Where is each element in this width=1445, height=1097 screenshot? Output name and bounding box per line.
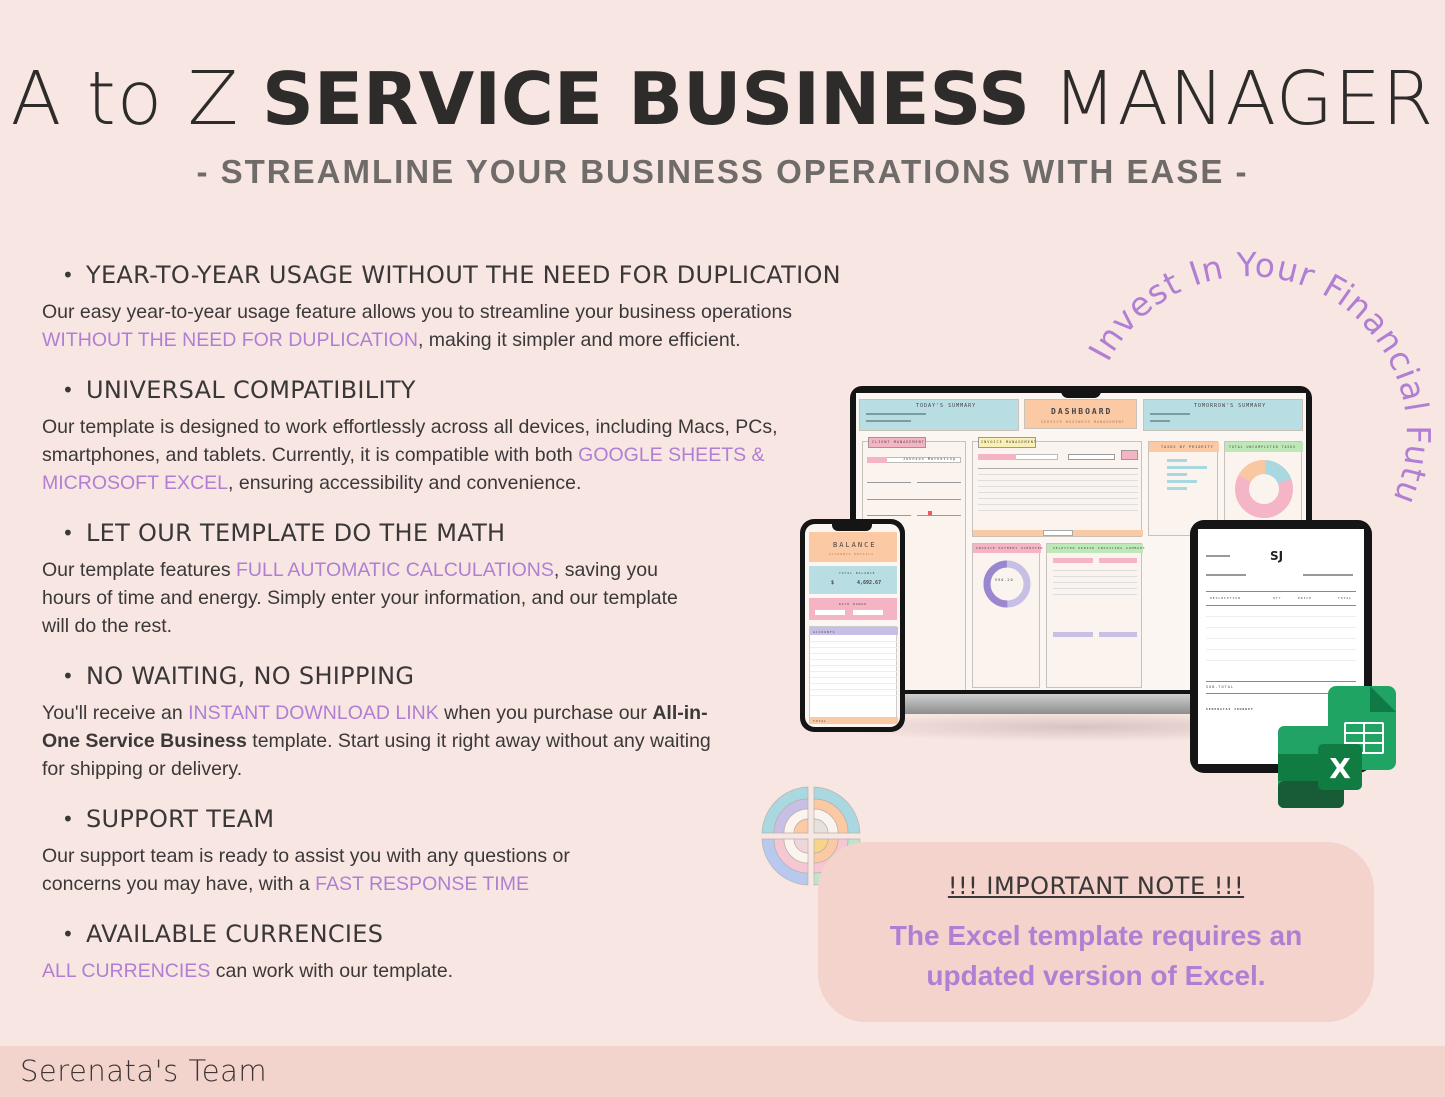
body-text: Our support team is ready to assist you …	[42, 845, 570, 895]
tablet-mockup: SJ DESCRIPTION QTY PRICE TOTAL SUB-TOTAL…	[1190, 520, 1372, 773]
feature-description: Our support team is ready to assist you …	[42, 842, 642, 898]
important-note-body: The Excel template requires an updated v…	[818, 916, 1374, 996]
body-text: Our template is designed to work effortl…	[42, 416, 778, 466]
title-prefix: A to Z	[10, 56, 240, 142]
balance-header: BALANCE ACCOUNTS DETAILS	[809, 532, 897, 562]
feature-item: •AVAILABLE CURRENCIES ALL CURRENCIES can…	[42, 915, 453, 985]
date-range-box: DATE RANGE	[809, 598, 897, 620]
feature-item: •SUPPORT TEAM Our support team is ready …	[42, 800, 642, 898]
phone-notch	[832, 523, 872, 531]
highlight-text: INSTANT DOWNLOAD LINK	[188, 702, 439, 724]
selected-period-panel: SELECTED PERIOD INVOICING SUMMARY	[1046, 543, 1145, 688]
total-balance-box: TOTAL BALANCE $ 4,692.67	[809, 566, 897, 594]
feature-heading: •AVAILABLE CURRENCIES	[42, 915, 453, 953]
accounts-table: ACCOUNTS TOTAL	[809, 626, 898, 724]
important-note-box: !!! IMPORTANT NOTE !!! The Excel templat…	[818, 842, 1374, 1022]
uncompleted-tasks-panel: TOTAL UNCOMPLETED TASKS	[1224, 441, 1303, 536]
feature-heading: •NO WAITING, NO SHIPPING	[42, 657, 732, 695]
invoice-logo: SJ	[1270, 549, 1284, 563]
important-note-line-2: updated version of Excel.	[926, 960, 1266, 991]
highlight-text: FULL AUTOMATIC CALCULATIONS	[236, 559, 554, 581]
feature-description: You'll receive an INSTANT DOWNLOAD LINK …	[42, 699, 732, 783]
title-suffix: MANAGER	[1052, 56, 1435, 142]
balance-screen: BALANCE ACCOUNTS DETAILS TOTAL BALANCE $…	[805, 524, 900, 727]
feature-description: Our template features FULL AUTOMATIC CAL…	[42, 556, 707, 640]
todays-summary-panel: TODAY'S SUMMARY	[859, 399, 1019, 431]
feature-item: •NO WAITING, NO SHIPPING You'll receive …	[42, 657, 732, 783]
body-text: when you purchase our	[438, 702, 653, 724]
bullet-icon: •	[62, 807, 75, 831]
footer-band: Serenata's Team	[0, 1046, 1445, 1097]
feature-description: ALL CURRENCIES can work with our templat…	[42, 957, 453, 985]
feature-description: Our template is designed to work effortl…	[42, 413, 802, 497]
feature-description: Our easy year-to-year usage feature allo…	[42, 298, 882, 354]
feature-heading: •UNIVERSAL COMPATIBILITY	[42, 371, 802, 409]
feature-item: •LET OUR TEMPLATE DO THE MATH Our templa…	[42, 514, 707, 640]
highlight-text: WITHOUT THE NEED FOR DUPLICATION	[42, 329, 418, 351]
page-title: A to Z SERVICE BUSINESS MANAGER	[0, 52, 1445, 144]
body-text: , making it simpler and more efficient.	[417, 329, 741, 351]
feature-item: •UNIVERSAL COMPATIBILITY Our template is…	[42, 371, 802, 497]
important-note-title: !!! IMPORTANT NOTE !!!	[947, 872, 1245, 900]
feature-heading: •YEAR-TO-YEAR USAGE WITHOUT THE NEED FOR…	[42, 256, 882, 294]
bullet-icon: •	[62, 263, 75, 287]
important-note-line-1: The Excel template requires an	[889, 920, 1303, 951]
page-subtitle: - STREAMLINE YOUR BUSINESS OPERATIONS WI…	[196, 153, 1249, 190]
laptop-notch	[1061, 386, 1101, 398]
dashboard-screen: TODAY'S SUMMARY DASHBOARD SERVICE BUSINE…	[856, 393, 1306, 690]
svg-text:X: X	[1329, 752, 1351, 785]
tomorrows-summary-panel: TOMORROW'S SUMMARY	[1143, 399, 1303, 431]
bullet-icon: •	[62, 922, 75, 946]
feature-item: •YEAR-TO-YEAR USAGE WITHOUT THE NEED FOR…	[42, 256, 882, 354]
title-bold: SERVICE BUSINESS	[261, 57, 1030, 141]
excel-sheets-icon: X	[1278, 686, 1396, 808]
tasks-by-priority-panel: TASKS BY PRIORITY	[1148, 441, 1219, 536]
body-text: , ensuring accessibility and convenience…	[228, 472, 582, 494]
body-text: Our easy year-to-year usage feature allo…	[42, 301, 793, 323]
bullet-icon: •	[62, 521, 75, 545]
body-text: You'll receive an	[42, 702, 189, 724]
highlight-text: ALL CURRENCIES	[42, 960, 211, 982]
body-text: template. Start using it right away with…	[42, 730, 711, 780]
feature-heading: •SUPPORT TEAM	[42, 800, 642, 838]
body-text: can work with our template.	[210, 960, 454, 982]
highlight-text: FAST RESPONSE TIME	[315, 873, 529, 895]
phone-mockup: BALANCE ACCOUNTS DETAILS TOTAL BALANCE $…	[800, 519, 905, 732]
highlight-text: GOOGLE SHEETS & MICROSOFT EXCEL	[42, 444, 765, 494]
body-text: Our template features	[42, 559, 237, 581]
bullet-icon: •	[62, 664, 75, 688]
invoice-payment-overview-panel: INVOICE PAYMENT OVERVIEW 590.20	[972, 543, 1042, 688]
body-text: , saving you hours of time and energy. S…	[42, 559, 678, 637]
strong-text: All-in-One Service Business	[42, 702, 708, 752]
footer-brand: Serenata's Team	[20, 1054, 268, 1088]
payment-donut	[983, 560, 1031, 608]
uncompleted-tasks-donut	[1235, 460, 1293, 518]
feature-heading: •LET OUR TEMPLATE DO THE MATH	[42, 514, 707, 552]
invoice-management-panel: INVOICE MANAGEMENT	[972, 437, 1143, 537]
bullet-icon: •	[62, 378, 75, 402]
dashboard-header: DASHBOARD SERVICE BUSINESS MANAGEMENT	[1024, 399, 1137, 429]
